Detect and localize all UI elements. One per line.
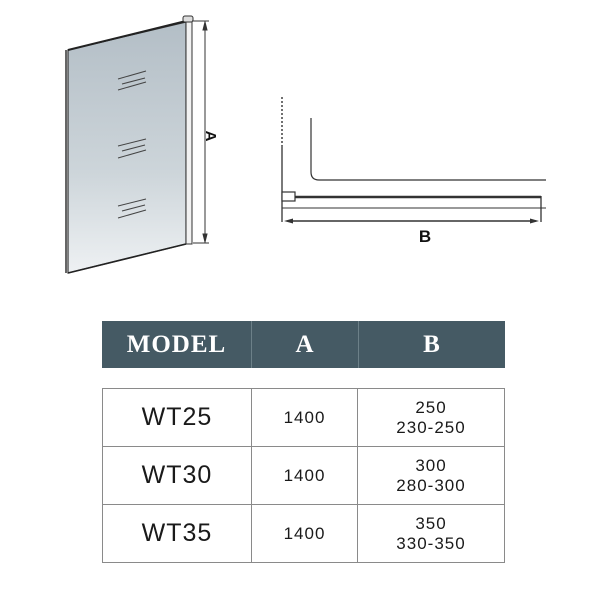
- spec-table: WT25 1400 250 230-250 WT30 1400 300 280-…: [102, 388, 505, 563]
- dimension-a-line: [192, 20, 209, 244]
- plan-view-drawing: [281, 97, 546, 224]
- a-cell: 1400: [251, 446, 358, 505]
- b-nominal: 250: [415, 397, 447, 417]
- b-cell: 250 230-250: [357, 388, 505, 447]
- header-model: MODEL: [102, 321, 252, 368]
- spec-table-header: MODEL A B: [102, 321, 505, 368]
- glass-panel-drawing: A: [65, 15, 219, 274]
- b-nominal: 300: [415, 455, 447, 475]
- b-range: 230-250: [396, 417, 466, 437]
- b-nominal: 350: [415, 513, 447, 533]
- a-cell: 1400: [251, 388, 358, 447]
- dimension-drawings: A B: [65, 15, 546, 274]
- dimension-a-label: A: [202, 131, 219, 142]
- header-b: B: [423, 330, 441, 358]
- model-cell: WT25: [102, 388, 252, 447]
- b-range: 330-350: [396, 533, 466, 553]
- table-row: WT35 1400 350 330-350: [102, 504, 505, 563]
- b-cell: 350 330-350: [357, 504, 505, 563]
- table-row: WT25 1400 250 230-250: [102, 388, 505, 447]
- header-a: A: [252, 321, 359, 368]
- a-cell: 1400: [251, 504, 358, 563]
- model-cell: WT30: [102, 446, 252, 505]
- table-row: WT30 1400 300 280-300: [102, 446, 505, 505]
- dimension-b-label: B: [419, 227, 431, 246]
- b-cell: 300 280-300: [357, 446, 505, 505]
- model-cell: WT35: [102, 504, 252, 563]
- b-range: 280-300: [396, 475, 466, 495]
- etched-lines: [117, 70, 147, 219]
